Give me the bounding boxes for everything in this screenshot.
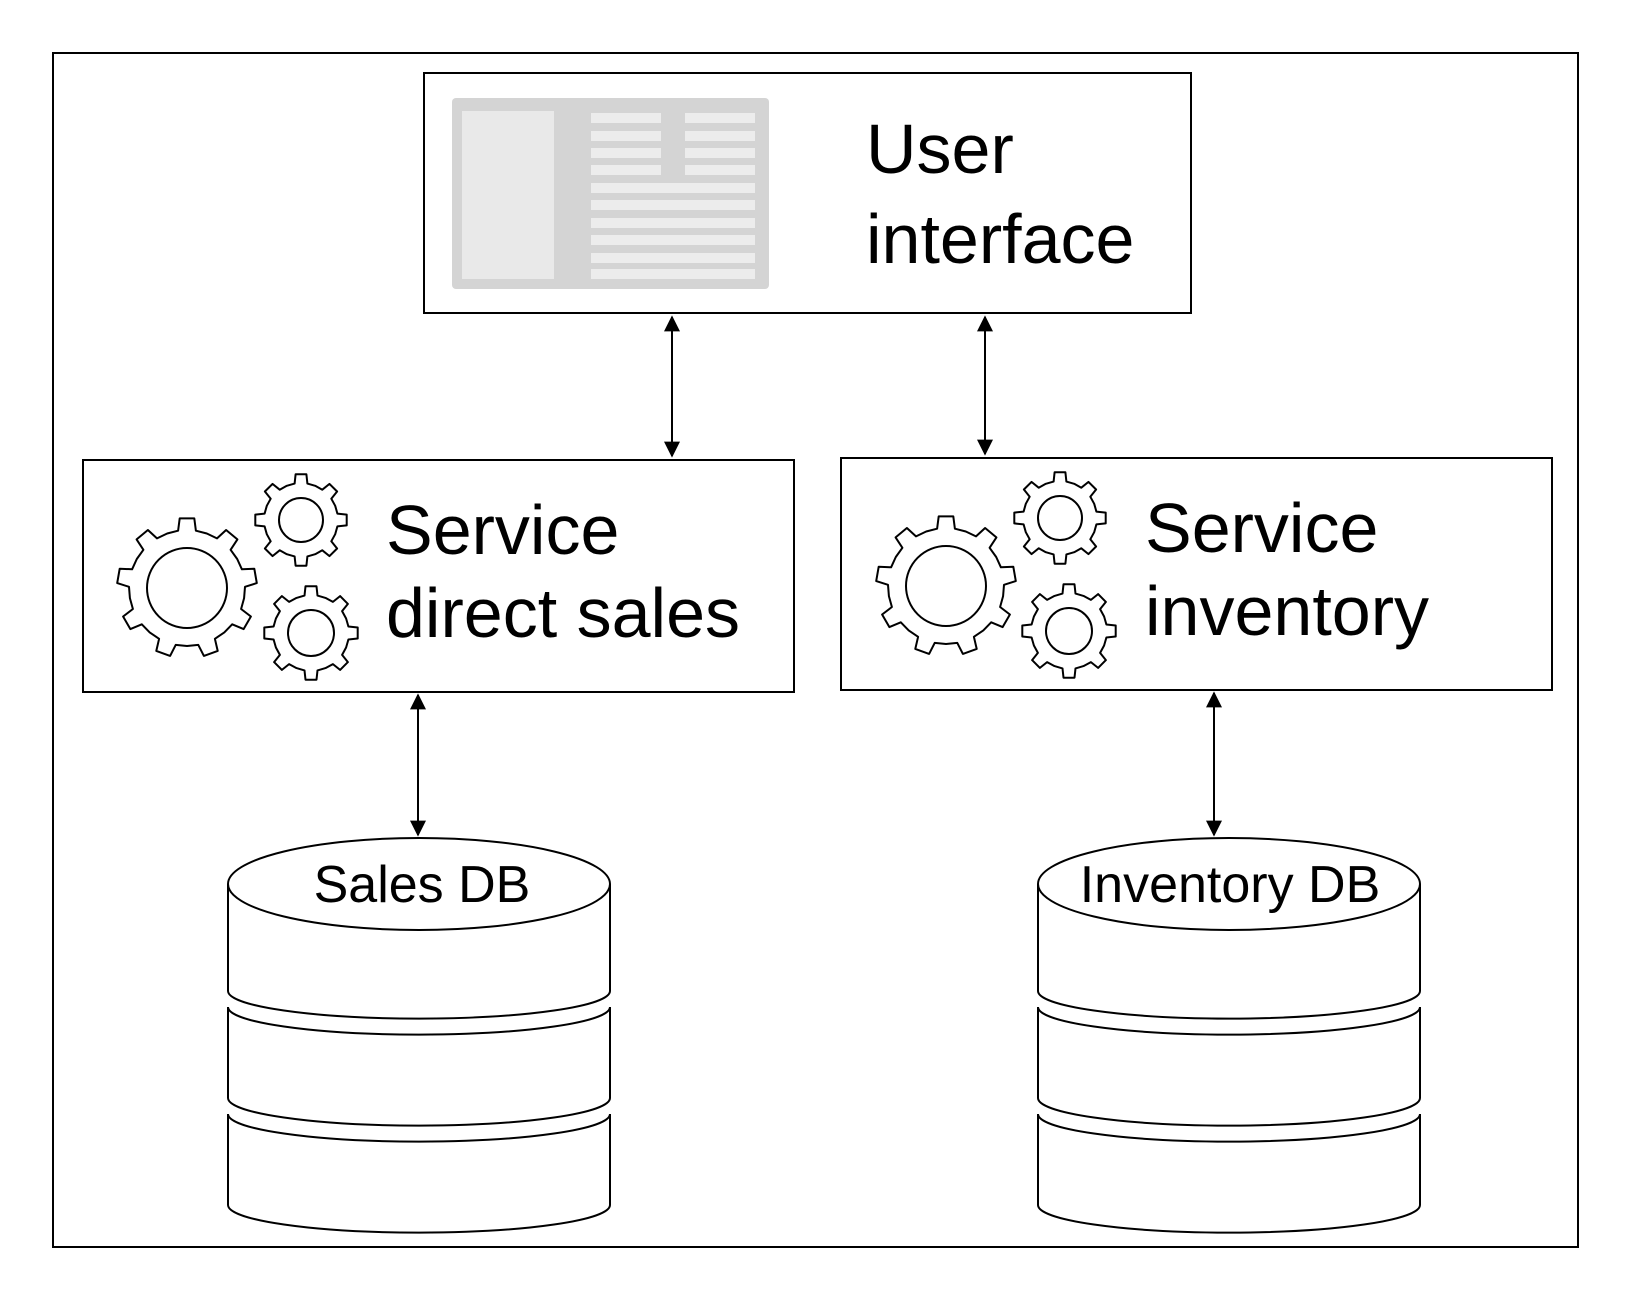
gear-hole xyxy=(905,545,987,627)
db-segment xyxy=(227,1006,611,1127)
gear-hole xyxy=(1045,607,1093,655)
db-segment xyxy=(1037,1006,1421,1127)
gear-hole xyxy=(278,497,324,543)
service-sales-title-line2: direct sales xyxy=(386,574,740,652)
gears-icon xyxy=(875,471,1117,679)
sales-db-label: Sales DB xyxy=(314,856,531,914)
service-inventory-box: Service inventory xyxy=(840,457,1553,691)
gear-hole xyxy=(287,609,335,657)
service-inventory-title-line2: inventory xyxy=(1145,572,1429,650)
inventory-db: Inventory DB xyxy=(1037,837,1421,1234)
gear-hole xyxy=(1037,495,1083,541)
db-segment xyxy=(1037,1113,1421,1234)
ui-title-line2: interface xyxy=(866,200,1134,278)
ui-title-line1: User xyxy=(866,110,1014,188)
outer-frame xyxy=(52,52,1579,1248)
db-lid xyxy=(1037,837,1421,931)
service-inventory-title-line1: Service xyxy=(1145,489,1378,567)
service-sales-title-line1: Service xyxy=(386,491,619,569)
gear-hole xyxy=(146,547,228,629)
db-lid xyxy=(227,837,611,931)
service-direct-sales-box: Service direct sales xyxy=(82,459,795,693)
user-interface-box: User interface xyxy=(423,72,1192,314)
sales-db: Sales DB xyxy=(227,837,611,1234)
ui-window-icon xyxy=(452,98,769,289)
db-segment xyxy=(227,1113,611,1234)
inventory-db-label: Inventory DB xyxy=(1080,856,1381,914)
gears-icon xyxy=(116,473,359,681)
